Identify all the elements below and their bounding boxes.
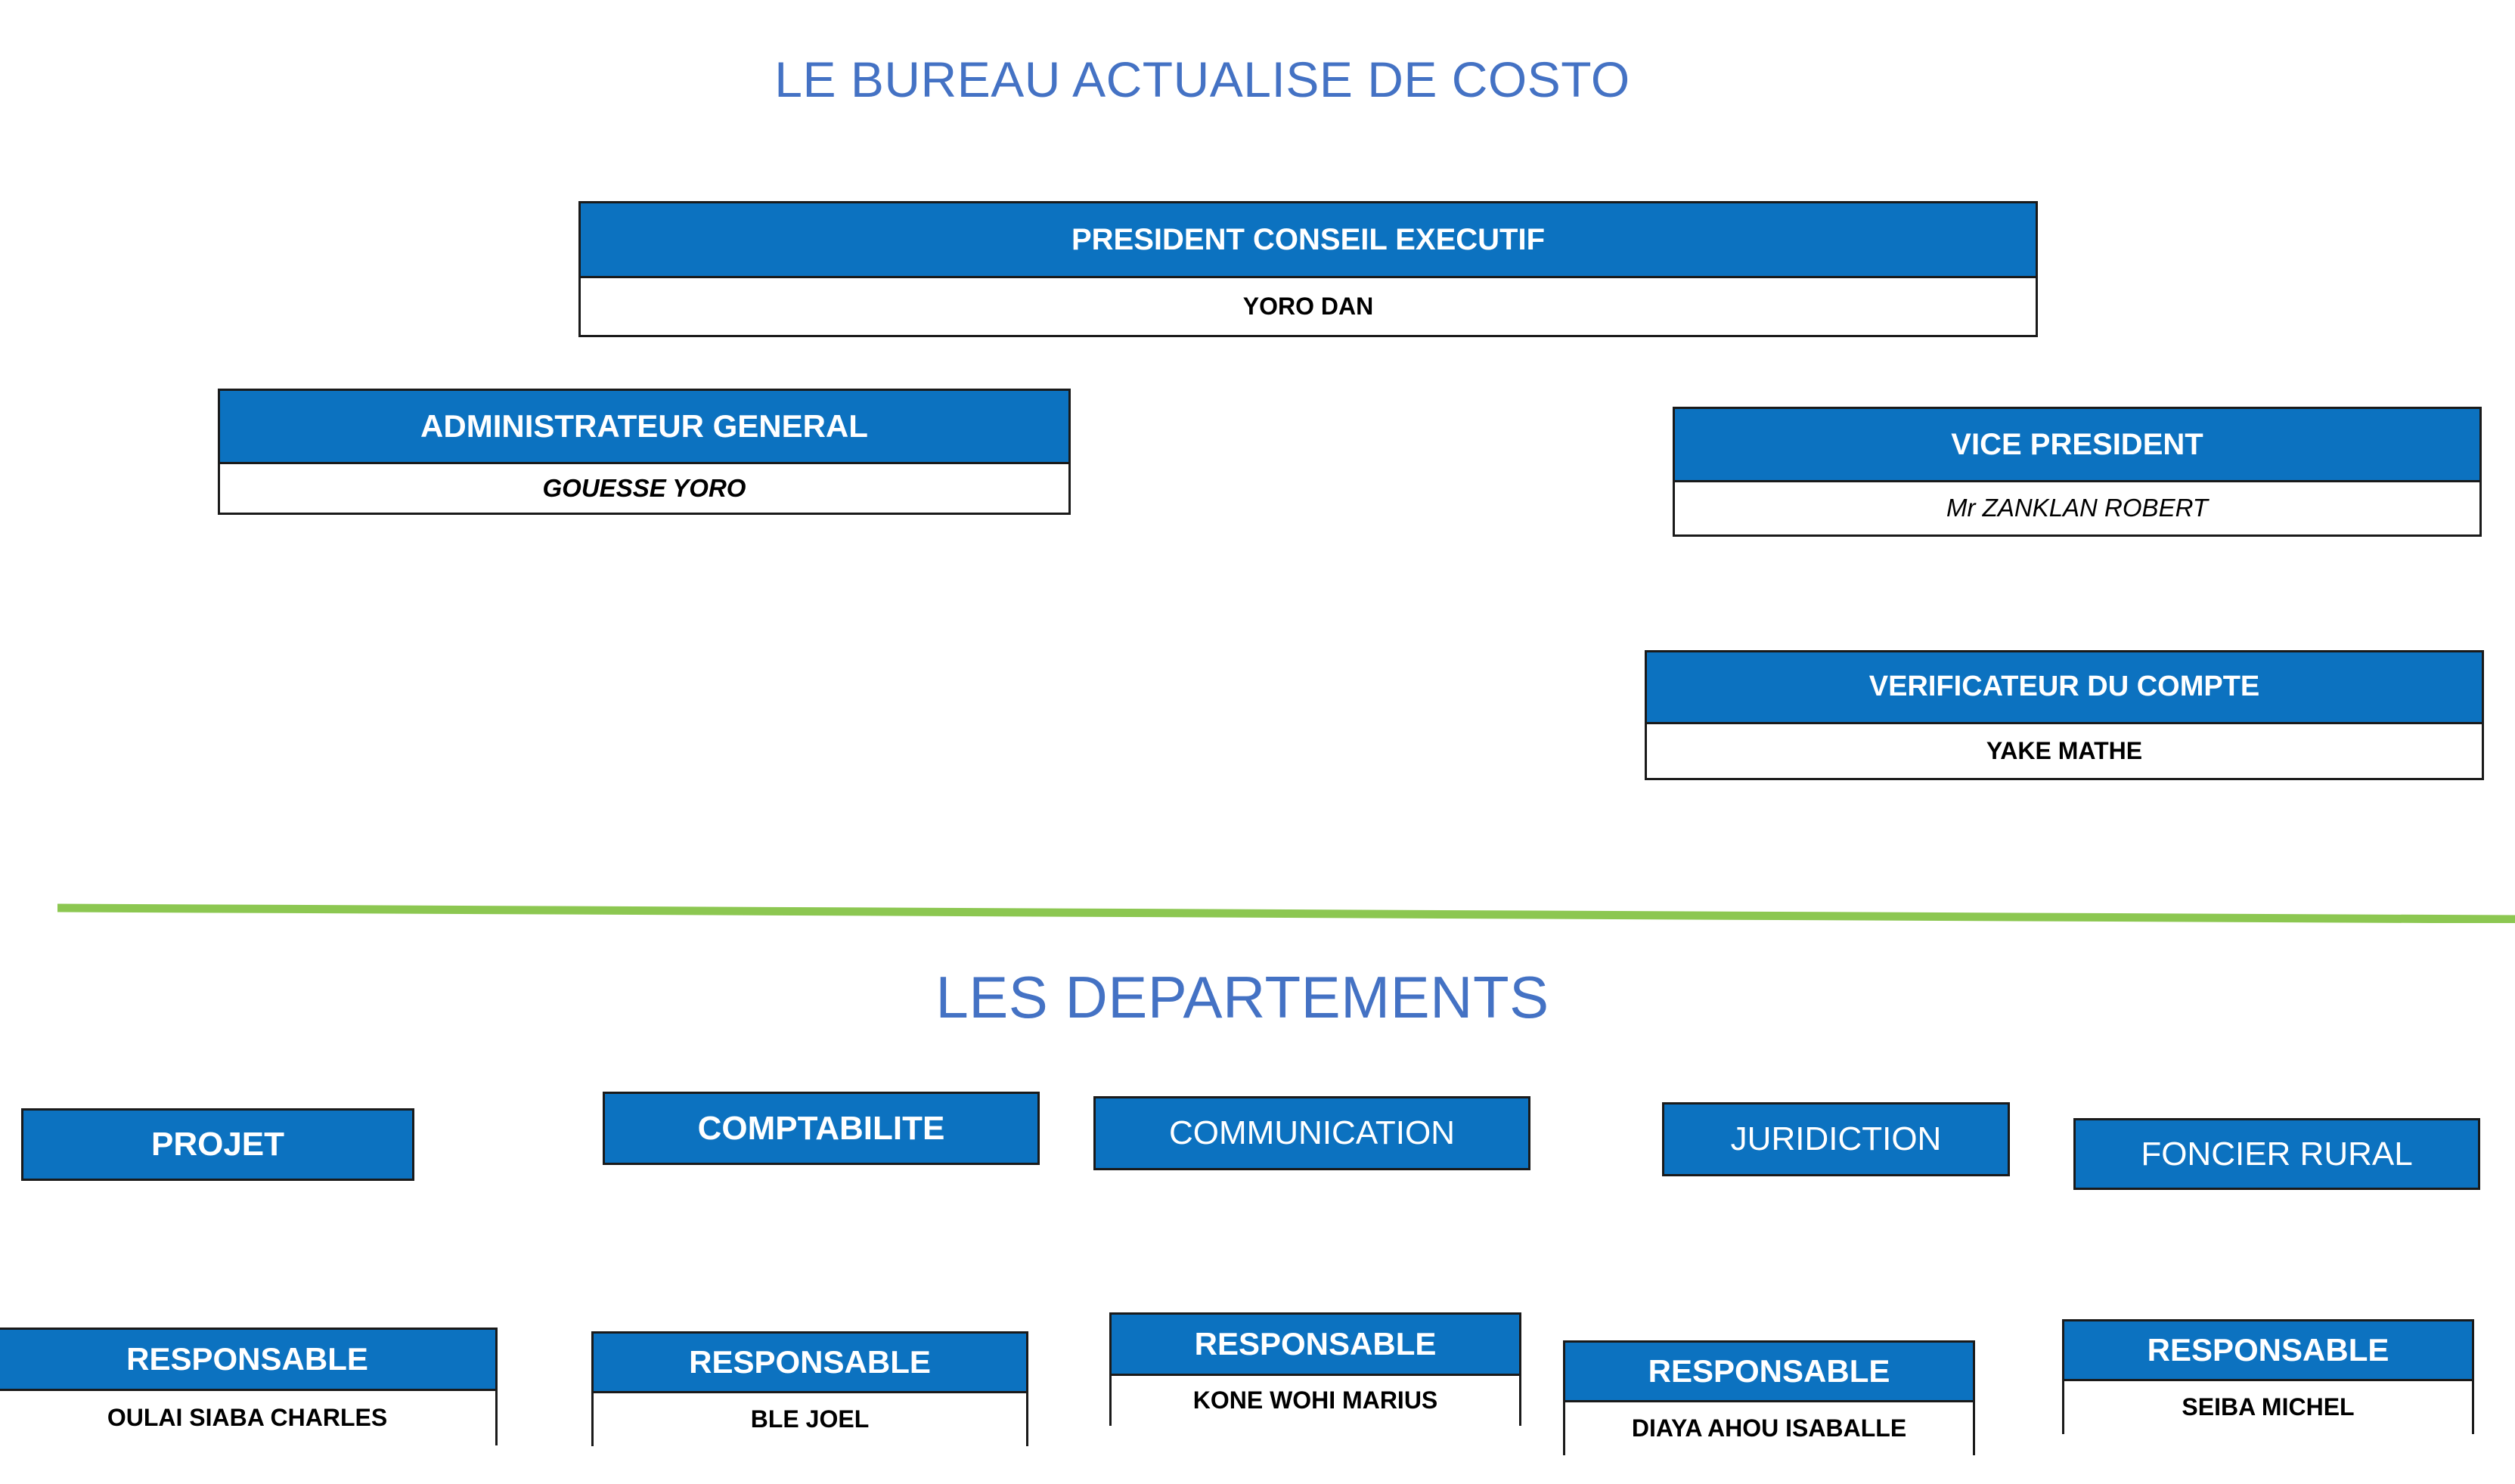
card-administrateur-general[interactable]: ADMINISTRATEUR GENERAL GOUESSE YORO xyxy=(218,389,1071,515)
card-responsable-communication[interactable]: RESPONSABLE KONE WOHI MARIUS xyxy=(1109,1312,1521,1426)
responsable-comptabilite-name: BLE JOEL xyxy=(594,1391,1026,1446)
responsable-comptabilite-role: RESPONSABLE xyxy=(594,1334,1026,1391)
card-verificateur-name: YAKE MATHE xyxy=(1647,722,2482,778)
responsable-juridiction-role: RESPONSABLE xyxy=(1565,1343,1973,1400)
departements-section-title: LES DEPARTEMENTS xyxy=(935,964,1549,1030)
responsable-communication-name: KONE WOHI MARIUS xyxy=(1112,1374,1519,1426)
card-administrateur-role: ADMINISTRATEUR GENERAL xyxy=(220,391,1068,462)
department-chip-foncier-rural[interactable]: FONCIER RURAL xyxy=(2073,1118,2480,1190)
responsable-juridiction-name: DIAYA AHOU ISABALLE xyxy=(1565,1400,1973,1455)
card-responsable-foncier-rural[interactable]: RESPONSABLE SEIBA MICHEL xyxy=(2062,1319,2474,1434)
bureau-section-title: LE BUREAU ACTUALISE DE COSTO xyxy=(774,51,1630,107)
card-responsable-comptabilite[interactable]: RESPONSABLE BLE JOEL xyxy=(591,1331,1028,1446)
card-responsable-juridiction[interactable]: RESPONSABLE DIAYA AHOU ISABALLE xyxy=(1563,1340,1975,1455)
responsable-foncier-rural-name: SEIBA MICHEL xyxy=(2064,1379,2472,1434)
green-divider-line xyxy=(54,903,2515,924)
responsable-projet-role: RESPONSABLE xyxy=(0,1330,495,1389)
card-vice-president[interactable]: VICE PRESIDENT Mr ZANKLAN ROBERT xyxy=(1673,407,2482,537)
card-administrateur-name: GOUESSE YORO xyxy=(220,462,1068,513)
responsable-foncier-rural-role: RESPONSABLE xyxy=(2064,1321,2472,1379)
card-verificateur-du-compte[interactable]: VERIFICATEUR DU COMPTE YAKE MATHE xyxy=(1645,650,2484,780)
responsable-projet-name: OULAI SIABA CHARLES xyxy=(0,1389,495,1445)
card-president-role: PRESIDENT CONSEIL EXECUTIF xyxy=(581,203,2036,276)
card-president-name: YORO DAN xyxy=(581,276,2036,335)
card-vice-president-role: VICE PRESIDENT xyxy=(1675,409,2479,480)
card-vice-president-name: Mr ZANKLAN ROBERT xyxy=(1675,480,2479,534)
department-chip-projet[interactable]: PROJET xyxy=(21,1108,414,1181)
card-verificateur-role: VERIFICATEUR DU COMPTE xyxy=(1647,652,2482,722)
responsable-communication-role: RESPONSABLE xyxy=(1112,1315,1519,1374)
department-chip-juridiction[interactable]: JURIDICTION xyxy=(1662,1102,2010,1176)
card-responsable-projet[interactable]: RESPONSABLE OULAI SIABA CHARLES xyxy=(0,1328,498,1445)
department-chip-comptabilite[interactable]: COMPTABILITE xyxy=(603,1092,1040,1165)
green-divider xyxy=(54,903,2515,924)
department-chip-communication[interactable]: COMMUNICATION xyxy=(1093,1096,1530,1170)
card-president-conseil-executif[interactable]: PRESIDENT CONSEIL EXECUTIF YORO DAN xyxy=(578,201,2038,337)
